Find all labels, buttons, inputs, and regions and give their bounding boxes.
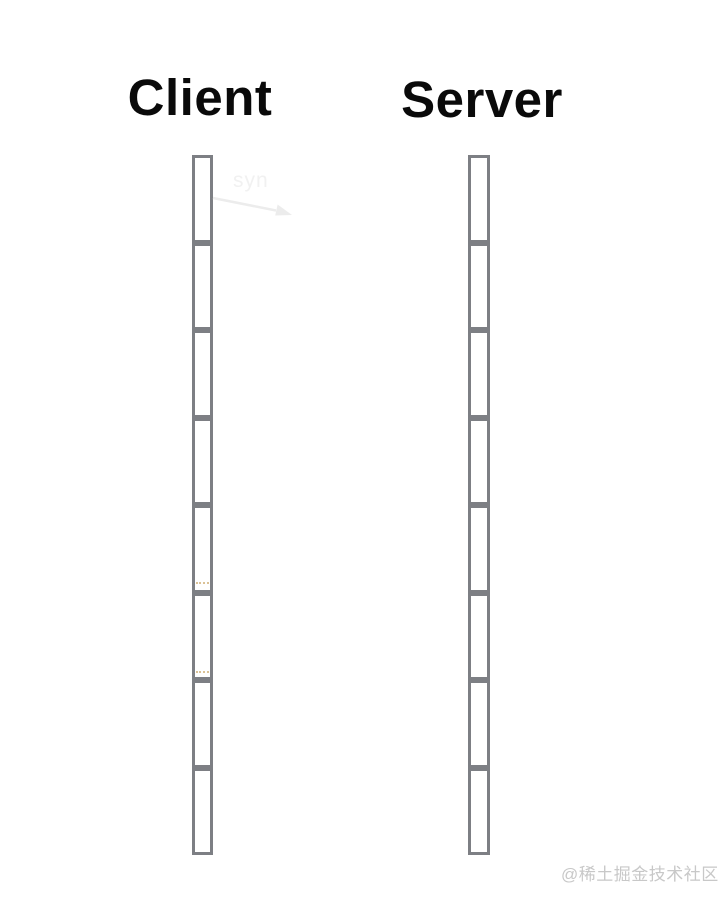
client-lifeline xyxy=(192,155,213,855)
client-activation-segment xyxy=(192,767,213,855)
client-activation-segment xyxy=(192,242,213,330)
server-activation-segment xyxy=(468,505,490,593)
syn-message-label: syn xyxy=(233,169,269,192)
watermark: @稀土掘金技术社区 xyxy=(561,865,719,884)
client-activation-segment xyxy=(192,505,213,593)
server-activation-segment xyxy=(468,767,490,855)
client-activation-segment xyxy=(192,417,213,505)
server-title: Server xyxy=(401,71,563,128)
client-activation-segment xyxy=(192,330,213,418)
server-activation-segment xyxy=(468,592,490,680)
faint-dotted-mark xyxy=(196,671,209,673)
server-activation-segment xyxy=(468,242,490,330)
syn-message-arrow-icon xyxy=(212,196,292,216)
server-activation-segment xyxy=(468,155,490,243)
server-activation-segment xyxy=(468,680,490,768)
faint-dotted-mark xyxy=(196,582,209,584)
client-activation-segment xyxy=(192,155,213,243)
server-lifeline xyxy=(468,155,490,855)
client-title: Client xyxy=(127,69,273,126)
client-activation-segment xyxy=(192,680,213,768)
server-activation-segment xyxy=(468,330,490,418)
client-activation-segment xyxy=(192,592,213,680)
server-activation-segment xyxy=(468,417,490,505)
